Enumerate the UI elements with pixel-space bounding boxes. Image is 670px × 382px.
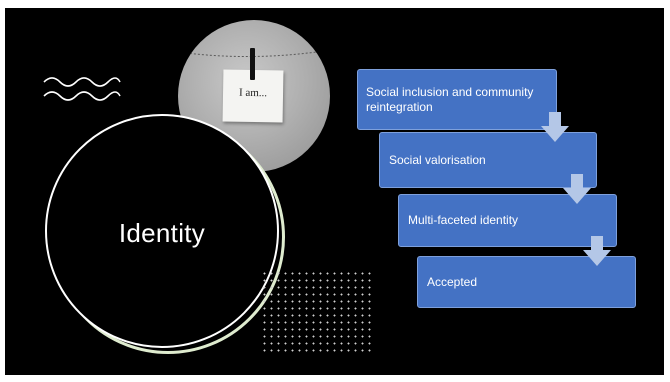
step-label: Social valorisation [389, 152, 486, 167]
process-step-4: Accepted [417, 256, 636, 308]
dot-grid-pattern [261, 270, 371, 352]
down-arrow-icon [541, 112, 569, 142]
identity-title: Identity [118, 218, 206, 248]
down-arrow-icon [563, 174, 591, 204]
identity-circle: Identity [45, 114, 279, 348]
step-label: Social inclusion and community reintegra… [366, 84, 534, 114]
note-text: I am... [238, 86, 268, 100]
down-arrow-icon [583, 236, 611, 266]
step-label: Multi-faceted identity [408, 213, 519, 227]
process-step-1: Social inclusion and community reintegra… [357, 69, 557, 130]
process-step-2: Social valorisation [379, 132, 597, 188]
step-label: Accepted [427, 274, 478, 289]
clothespin-icon [250, 48, 255, 80]
slide-canvas: I am... Identity Social inclusion and co… [5, 8, 664, 375]
process-step-3: Multi-faceted identity [398, 194, 617, 247]
wave-lines-icon [43, 77, 121, 101]
